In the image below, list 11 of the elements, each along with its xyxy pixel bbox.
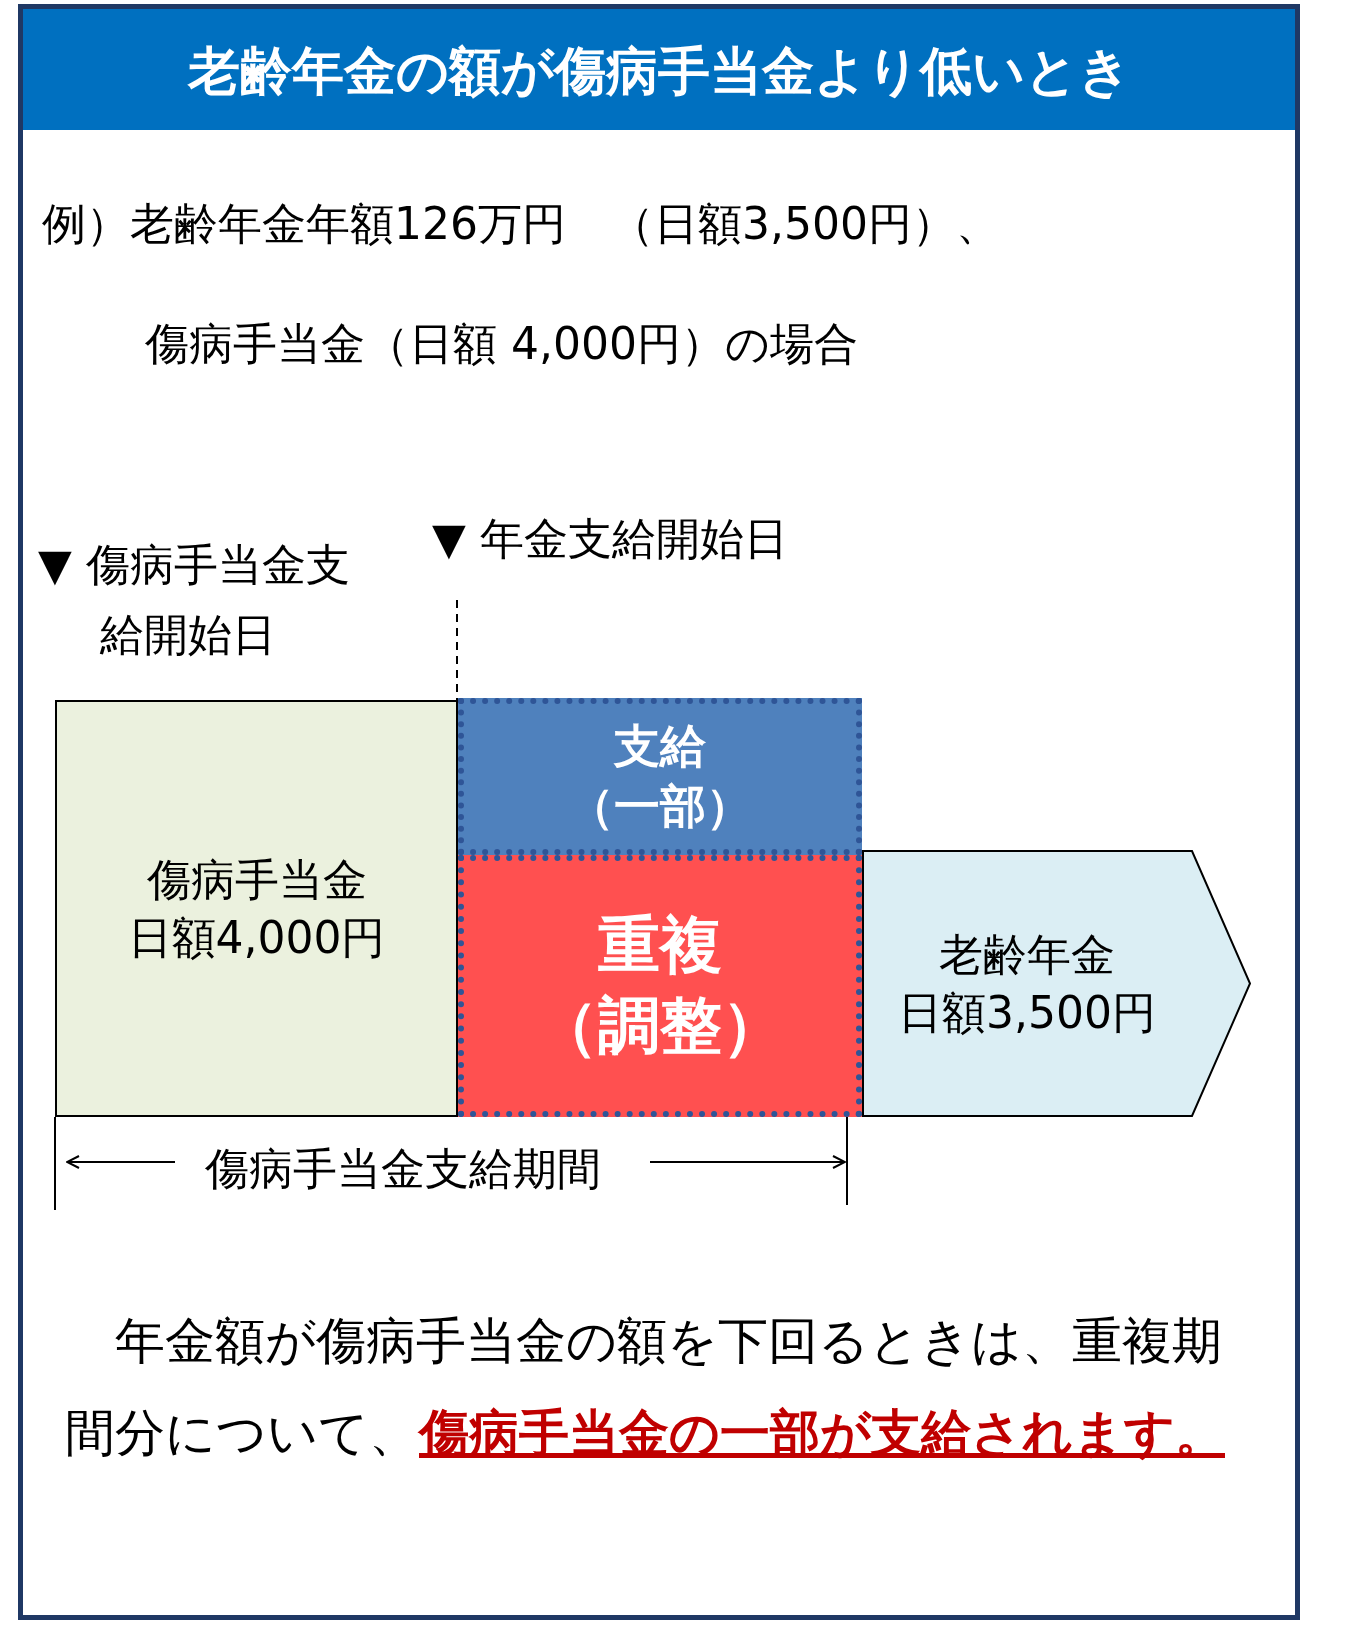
explanation-paragraph: 年金額が傷病手当金の額を下回るときは、重複期間分について、傷病手当金の一部が支給されます。 — [65, 1311, 1226, 1464]
start-date-label: ▼ 年金支給開始日 — [432, 512, 788, 566]
pension-arrow: 老齢年金 日額3,500円 — [862, 850, 1252, 1117]
example-text: 傷病手当金（日額 4,000円）の場合 — [145, 317, 858, 371]
title: 老齢年金の額が傷病手当金より低いとき — [186, 40, 1132, 103]
period-label: 傷病手当金支給期間 — [205, 1142, 601, 1196]
paid-part-box: 支給 （一部） — [458, 698, 862, 855]
example-text: 例）老齢年金年額126万円 （日額3,500円）、 — [42, 197, 1000, 251]
start-date-label: ▼ 傷病手当金支給開始日 — [38, 538, 351, 662]
overlap-box: 重複 （調整） — [458, 855, 862, 1117]
period-bar: 傷病手当金 日額4,000円 — [55, 700, 458, 1117]
